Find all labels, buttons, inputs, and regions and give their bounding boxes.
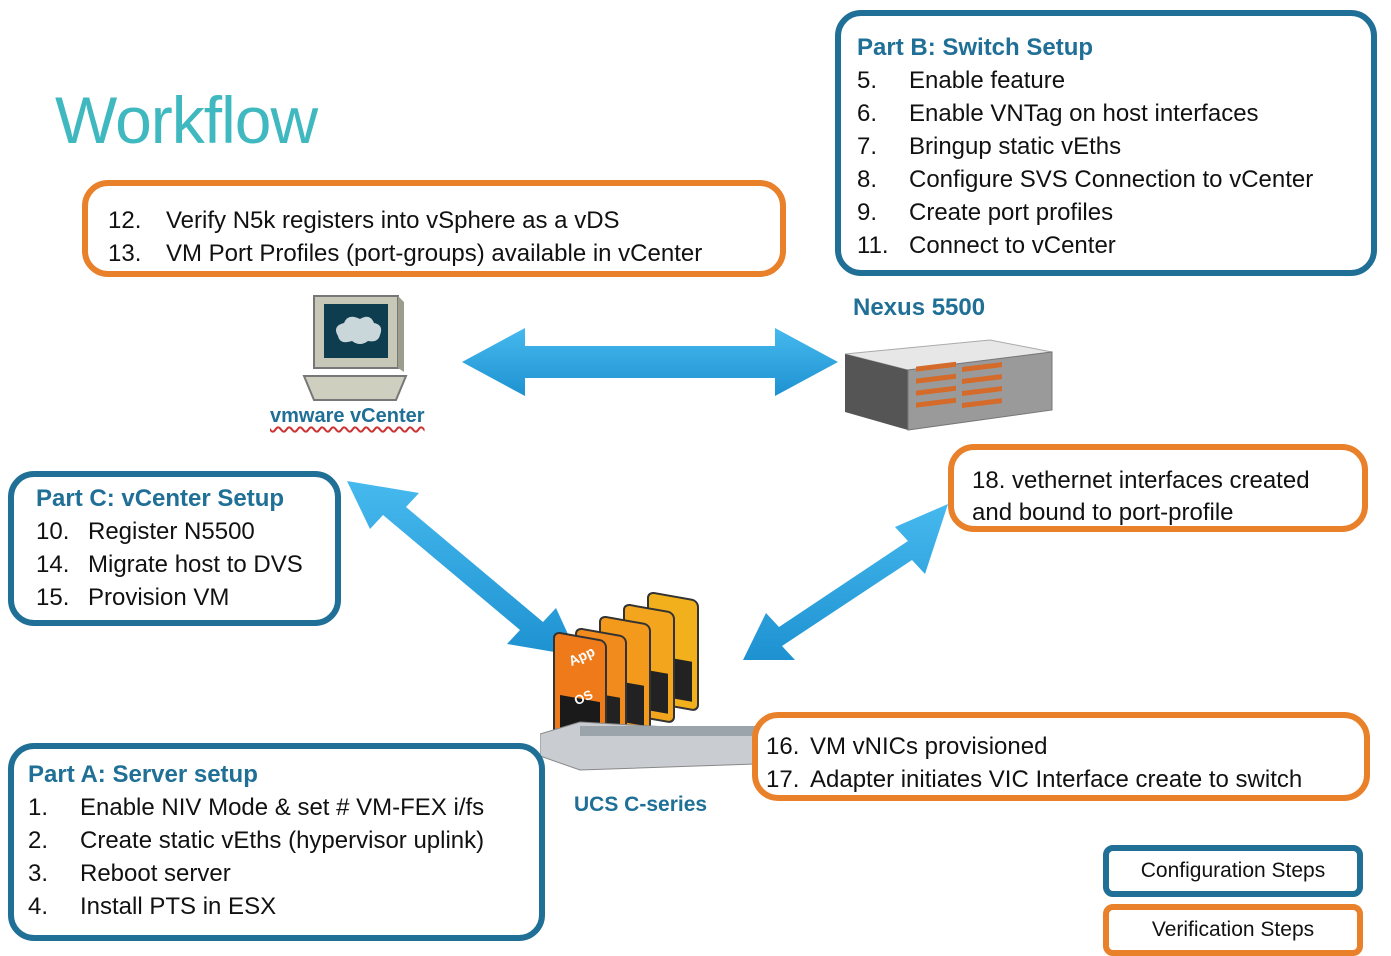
part-a-step-text: Create static vEths (hypervisor uplink)	[80, 827, 485, 854]
vcenter-computer-icon	[302, 295, 408, 401]
part-a-step: 2. Create static vEths (hypervisor uplink…	[28, 824, 539, 857]
part-b-step: 8. Configure SVS Connection to vCenter	[857, 163, 1371, 196]
part-b-step-number: 6.	[857, 100, 878, 127]
part-b-step-text: Enable VNTag on host interfaces	[909, 100, 1259, 127]
partc-ucs-arrow	[347, 481, 578, 656]
verify-vcenter-step-text: VM Port Profiles (port-groups) available…	[166, 240, 703, 267]
part-a-title: Part A: Server setup	[28, 761, 258, 788]
part-c-step: 15. Provision VM	[36, 581, 335, 614]
part-a-steps: 1. Enable NIV Mode & set # VM-FEX i/fs 2. C…	[28, 791, 539, 923]
nexus-switch-icon	[844, 339, 1053, 431]
part-b-step-text: Bringup static vEths	[909, 133, 1122, 160]
part-b-step-number: 7.	[857, 133, 878, 160]
veth-ucs-arrow	[743, 504, 948, 660]
part-c-step-text: Provision VM	[88, 584, 230, 611]
part-c-step-number: 14.	[36, 551, 70, 578]
part-c-step-number: 10.	[36, 518, 70, 545]
part-b-step-text: Configure SVS Connection to vCenter	[909, 166, 1314, 193]
part-a-step-number: 2.	[28, 827, 49, 854]
vcenter-label: vmware vCenter	[270, 405, 425, 427]
part-c-step: 10. Register N5500	[36, 515, 335, 548]
legend-config: Configuration Steps	[1103, 845, 1363, 897]
verify-veth-box: 18. vethernet interfaces created and bou…	[948, 444, 1368, 532]
part-b-step: 5. Enable feature	[857, 64, 1371, 97]
verify-vnic-step: 16. VM vNICs provisioned	[766, 730, 1364, 763]
ucs-server-icon	[540, 591, 756, 771]
part-a-step-text: Install PTS in ESX	[80, 893, 277, 920]
verify-vcenter-step-number: 12.	[108, 207, 142, 234]
part-b-step-number: 8.	[857, 166, 878, 193]
part-a-step: 1. Enable NIV Mode & set # VM-FEX i/fs	[28, 791, 539, 824]
part-b-step-number: 5.	[857, 67, 878, 94]
verify-vcenter-steps: 12. Verify N5k registers into vSphere as …	[108, 204, 780, 270]
legend-verify: Verification Steps	[1103, 904, 1363, 956]
part-b-step-text: Enable feature	[909, 67, 1066, 94]
part-a-box: Part A: Server setup 1. Enable NIV Mode &…	[8, 743, 545, 941]
part-b-step: 6. Enable VNTag on host interfaces	[857, 97, 1371, 130]
verify-vnic-step-number: 17.	[766, 766, 800, 793]
part-b-step-number: 11.	[857, 232, 889, 259]
verify-vnic-step: 17. Adapter initiates VIC Interface creat…	[766, 763, 1364, 796]
verify-vcenter-step-text: Verify N5k registers into vSphere as a v…	[166, 207, 620, 234]
part-b-steps: 5. Enable feature 6. Enable VNTag on host i…	[857, 64, 1371, 262]
part-b-step-text: Connect to vCenter	[909, 232, 1116, 259]
part-a-step-text: Enable NIV Mode & set # VM-FEX i/fs	[80, 794, 485, 821]
vcenter-nexus-arrow	[462, 328, 838, 396]
part-a-step: 3. Reboot server	[28, 857, 539, 890]
legend-config-label: Configuration Steps	[1140, 859, 1326, 882]
ucs-label: UCS C-series	[574, 793, 708, 816]
part-c-step-text: Migrate host to DVS	[88, 551, 303, 578]
part-c-step-text: Register N5500	[88, 518, 255, 545]
part-a-step-number: 3.	[28, 860, 49, 887]
page-title: Workflow	[55, 83, 318, 157]
part-c-step-number: 15.	[36, 584, 70, 611]
part-b-step-number: 9.	[857, 199, 878, 226]
part-b-title: Part B: Switch Setup	[857, 34, 1094, 61]
part-b-step-text: Create port profiles	[909, 199, 1114, 226]
part-a-step: 4. Install PTS in ESX	[28, 890, 539, 923]
part-b-step: 9. Create port profiles	[857, 196, 1371, 229]
veth-line-1: 18. vethernet interfaces created	[972, 467, 1310, 494]
veth-line-2: and bound to port-profile	[972, 499, 1234, 526]
verify-vnic-steps: 16. VM vNICs provisioned 17. Adapter initia…	[766, 730, 1364, 796]
part-a-step-number: 1.	[28, 794, 49, 821]
verify-vcenter-step: 12. Verify N5k registers into vSphere as …	[108, 204, 780, 237]
part-b-box: Part B: Switch Setup 5. Enable feature 6. E…	[835, 10, 1377, 276]
part-b-step: 7. Bringup static vEths	[857, 130, 1371, 163]
part-b-step: 11. Connect to vCenter	[857, 229, 1371, 262]
verify-vnic-step-text: Adapter initiates VIC Interface create t…	[810, 766, 1303, 793]
verify-vnic-box: 16. VM vNICs provisioned 17. Adapter initia…	[752, 712, 1370, 801]
verify-vcenter-step: 13. VM Port Profiles (port-groups) availa…	[108, 237, 780, 270]
verify-vcenter-box: 12. Verify N5k registers into vSphere as …	[82, 180, 786, 277]
verify-vnic-step-number: 16.	[766, 733, 800, 760]
verify-vcenter-step-number: 13.	[108, 240, 142, 267]
legend-verify-label: Verification Steps	[1151, 918, 1315, 941]
verify-vnic-step-text: VM vNICs provisioned	[810, 733, 1048, 760]
part-c-step: 14. Migrate host to DVS	[36, 548, 335, 581]
part-a-step-number: 4.	[28, 893, 49, 920]
nexus-label: Nexus 5500	[853, 294, 986, 321]
part-a-step-text: Reboot server	[80, 860, 231, 887]
part-c-title: Part C: vCenter Setup	[36, 485, 285, 512]
